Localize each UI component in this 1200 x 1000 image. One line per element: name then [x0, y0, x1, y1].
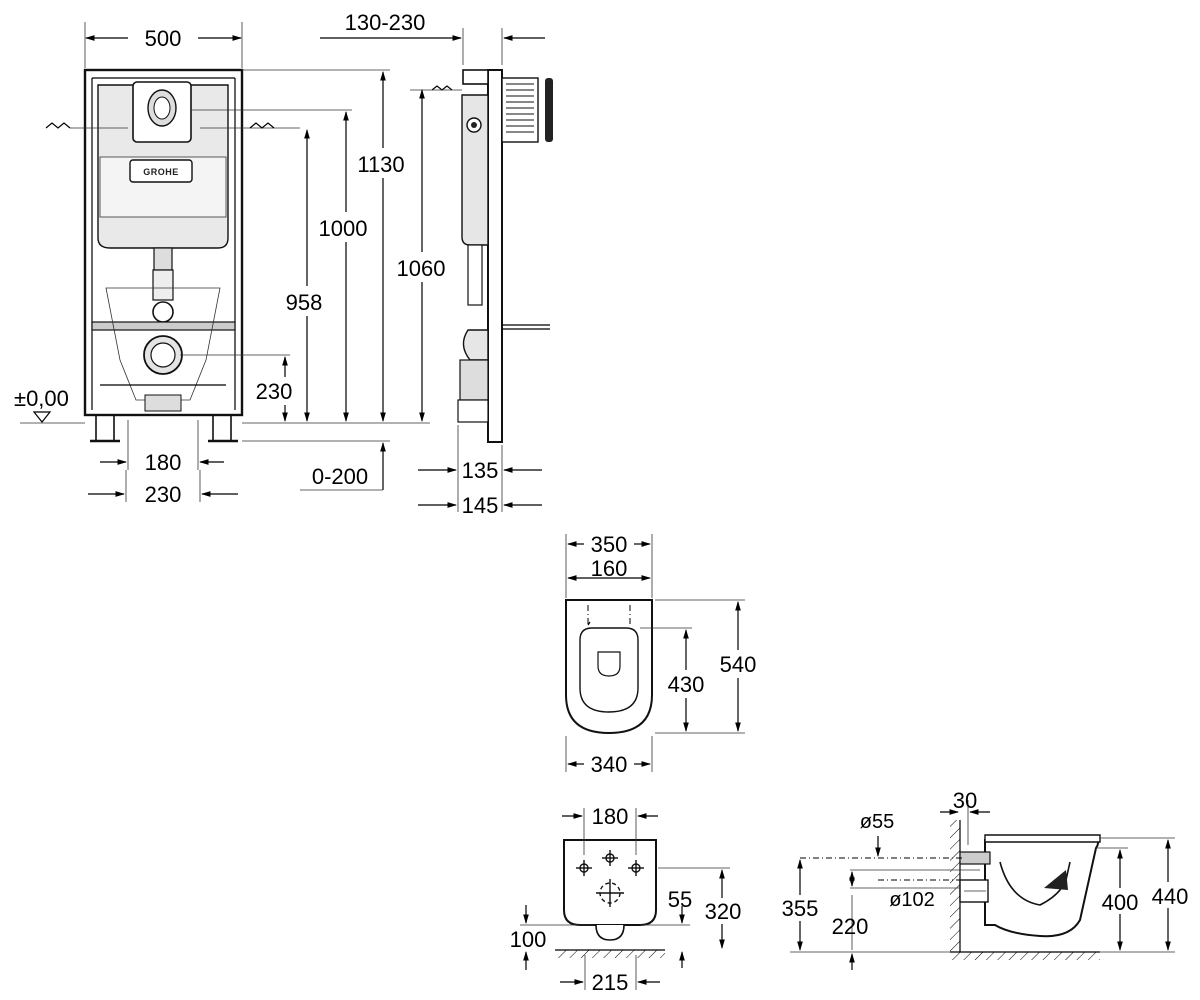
brand-logo-text: GROHE	[143, 167, 179, 177]
dim-bowl-rear-width: 340	[591, 752, 628, 777]
dim-rear-drain-offset: 55	[668, 887, 692, 912]
brand-logo	[129, 159, 193, 183]
water-inlet-right-icon	[249, 122, 275, 129]
crossbar	[91, 321, 236, 331]
dim-top-height: 440	[1152, 884, 1189, 909]
dim-flush-plate-height: 1000	[319, 216, 368, 241]
bowl-rear-view: 180 320 55 100 215	[510, 804, 746, 995]
dim-floor-level: ±0,00	[14, 386, 69, 411]
frame-side-profile	[487, 69, 503, 443]
dim-wall-depth: 130-230	[345, 10, 426, 35]
dim-outlet-diameter: ø102	[889, 889, 935, 911]
dim-inlet-height: 958	[286, 290, 323, 315]
bowl-side-view: 30 ø55 ø102 355 220 400 440	[776, 788, 1194, 970]
bowl-side-seat	[984, 834, 1101, 843]
flush-plate-side	[501, 77, 539, 143]
dim-frame-height: 1130	[357, 152, 404, 177]
dim-adjustable-legs: 0-200	[312, 464, 368, 489]
dim-rear-bolt-height: 320	[705, 899, 742, 924]
dim-outlet-height-bowl: 220	[832, 914, 869, 939]
dim-bowl-width: 350	[591, 532, 628, 557]
dim-drain-spacing: 230	[145, 482, 182, 507]
dim-rim-height: 400	[1102, 890, 1139, 915]
bolt-marks	[576, 850, 644, 907]
dim-rear-outlet-height: 100	[510, 927, 547, 952]
dim-bowl-bolt-front: 430	[668, 672, 705, 697]
frame-front-view: GROHE 500 ±0,00	[14, 22, 430, 507]
dim-bolt-spacing: 180	[145, 450, 182, 475]
dim-bowl-bolt-spacing: 160	[591, 556, 628, 581]
dim-frame-depth: 135	[462, 458, 499, 483]
dim-rear-base-width: 215	[592, 970, 629, 995]
dim-inlet-diameter: ø55	[860, 811, 894, 833]
dim-bowl-length: 540	[720, 652, 757, 677]
water-inlet-left-icon	[45, 122, 71, 129]
dim-rear-bolt-spacing: 180	[592, 804, 629, 829]
dim-overall-height: 1060	[397, 256, 446, 281]
frame-outline	[83, 68, 244, 417]
dim-max-depth: 145	[462, 493, 499, 518]
dim-frame-width: 500	[145, 26, 182, 51]
dim-wall-gap: 30	[953, 788, 977, 813]
dim-inlet-height-bowl: 355	[782, 896, 819, 921]
frame-side-view: 130-230 1060 135 145	[320, 10, 553, 518]
water-inlet-side-icon	[431, 85, 453, 91]
bowl-top-view: 350 160 540 430 340	[565, 532, 762, 777]
floor-level-icon	[32, 411, 52, 423]
dim-drain-height: 230	[256, 379, 293, 404]
